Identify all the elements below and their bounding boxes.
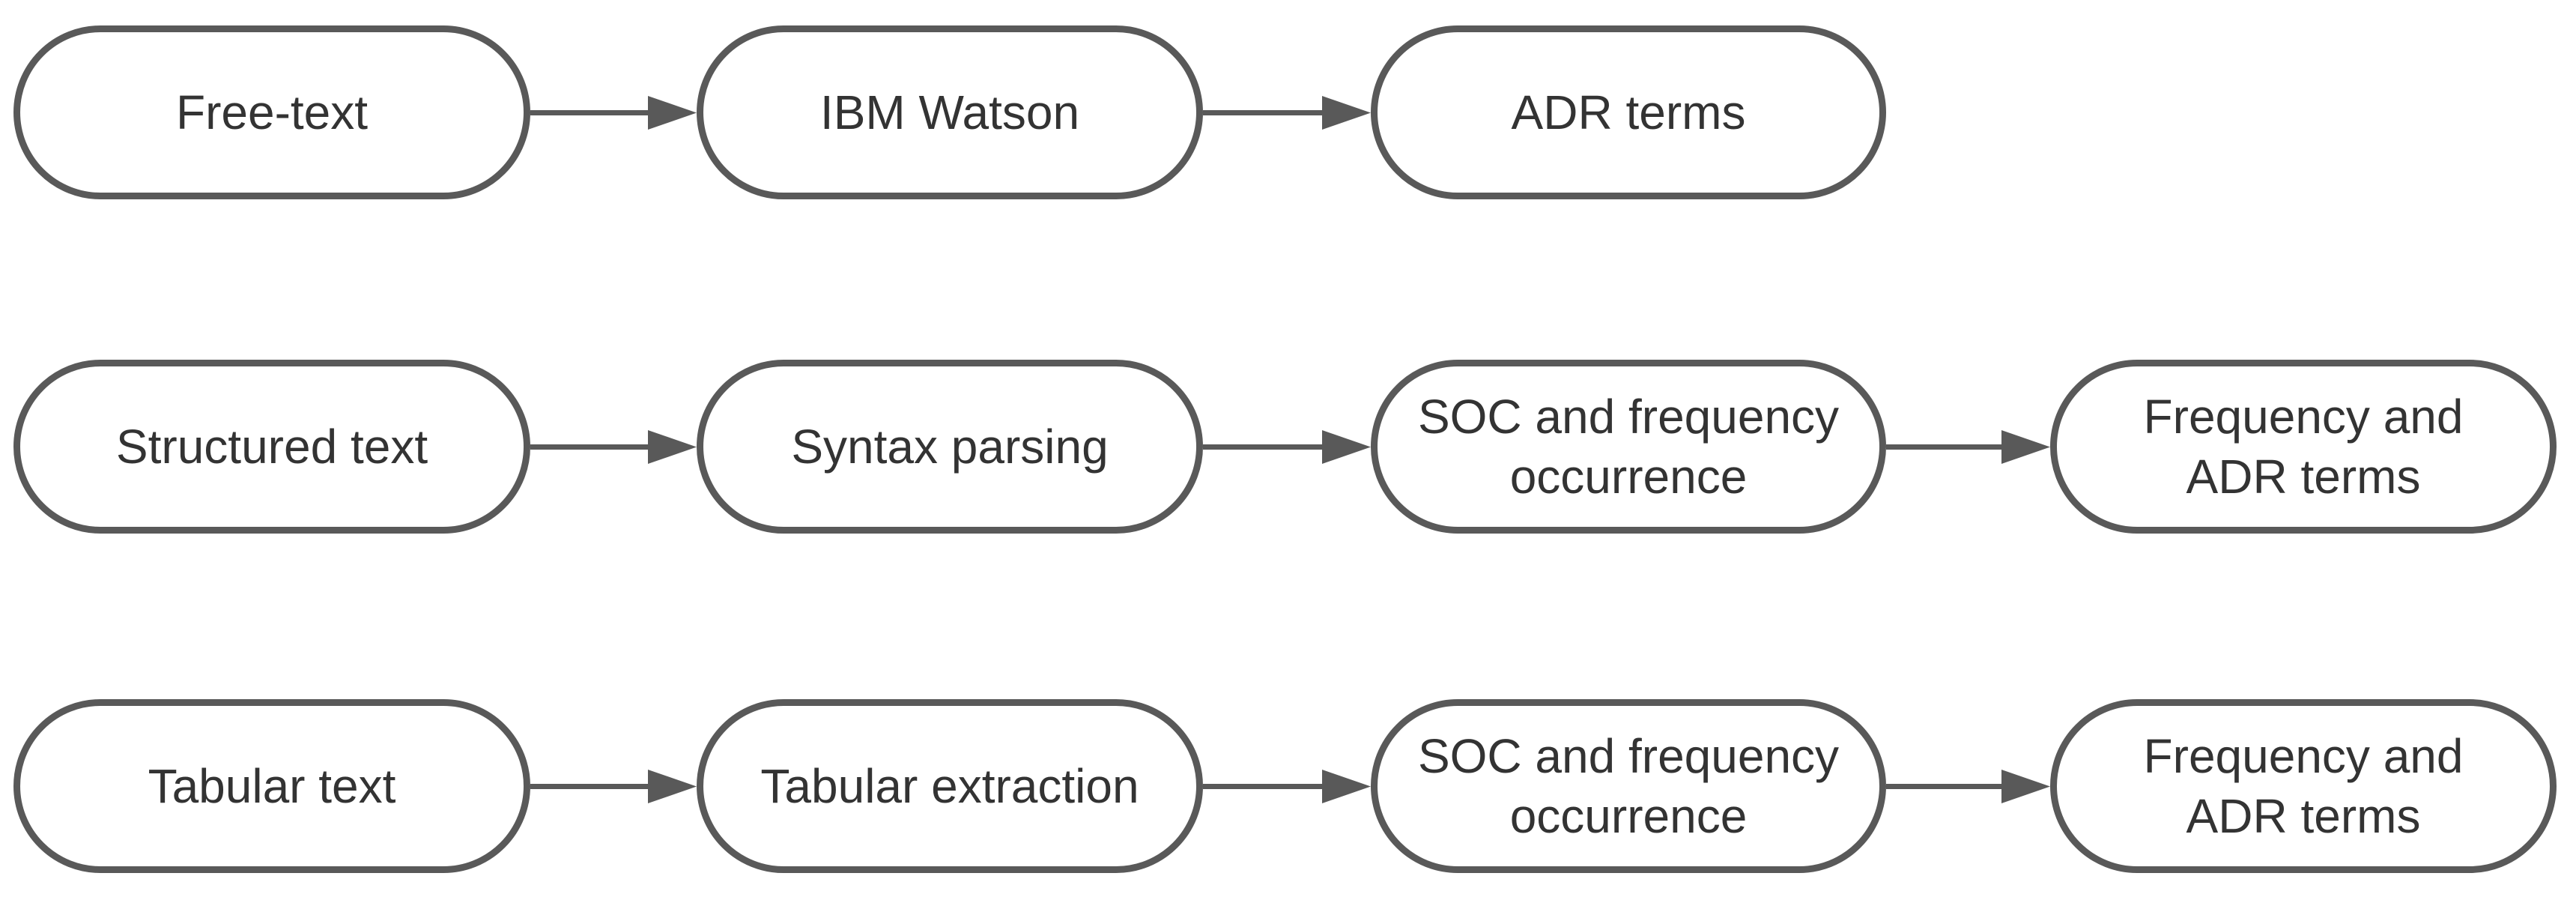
arrow-head-icon [648, 769, 697, 803]
flow-node-tabular-text: Tabular text [13, 699, 530, 873]
flow-arrow [1886, 769, 2050, 803]
flow-arrow [1203, 429, 1371, 464]
flow-arrow [530, 95, 697, 130]
flow-node-label: Syntax parsing [791, 420, 1109, 474]
flow-node-label: Tabular text [148, 759, 396, 813]
flow-arrow [1203, 769, 1371, 803]
arrow-head-icon [648, 429, 697, 464]
flow-node-syntax-parsing: Syntax parsing [697, 360, 1203, 534]
flow-arrow [1886, 429, 2050, 464]
flow-arrow [1203, 95, 1371, 130]
flow-node-structured-text: Structured text [13, 360, 530, 534]
arrow-head-icon [1322, 429, 1371, 464]
flow-node-label: IBM Watson [819, 85, 1080, 139]
flow-node-free-text: Free-text [13, 25, 530, 199]
flow-node-tabular-extraction: Tabular extraction [697, 699, 1203, 873]
arrow-head-icon [648, 95, 697, 130]
flow-node-label: Tabular extraction [760, 759, 1139, 813]
flow-node-label: ADR terms [1511, 85, 1746, 139]
flow-node-label: Structured text [115, 420, 428, 474]
flow-node-ibm-watson: IBM Watson [697, 25, 1203, 199]
flow-node-adr-terms: ADR terms [1371, 25, 1886, 199]
arrow-head-icon [2001, 769, 2050, 803]
arrow-head-icon [1322, 95, 1371, 130]
flow-arrow [530, 769, 697, 803]
flow-node-label: Free-text [175, 85, 369, 139]
flow-arrow [530, 429, 697, 464]
arrow-head-icon [1322, 769, 1371, 803]
arrow-head-icon [2001, 429, 2050, 464]
